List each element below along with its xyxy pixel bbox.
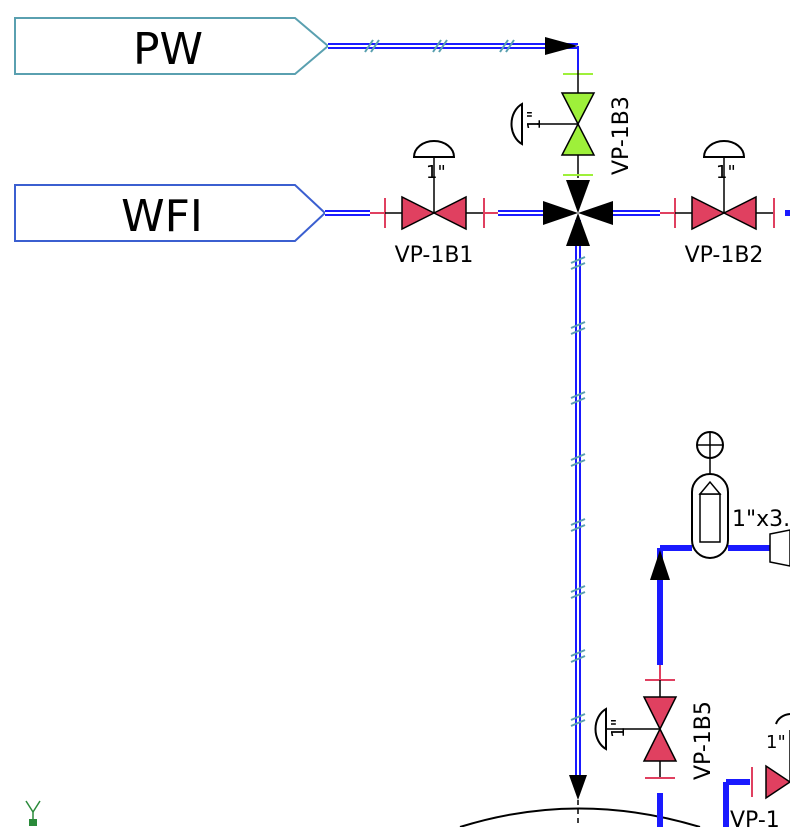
actuator-icon bbox=[510, 102, 523, 146]
filter-assembly[interactable]: 1"x3. bbox=[650, 431, 790, 665]
valve-vp-partial[interactable]: 1" VP-1 bbox=[723, 713, 790, 827]
vertical-line-hash-marks bbox=[570, 256, 586, 727]
pw-label: PW bbox=[133, 24, 203, 75]
actuator-icon bbox=[412, 140, 456, 158]
main-vertical-line[interactable] bbox=[569, 220, 587, 827]
actuator-icon bbox=[594, 707, 607, 751]
filter-size-label: 1"x3. bbox=[732, 507, 790, 532]
ucs-icon bbox=[25, 800, 41, 826]
vp-1b2-size: 1" bbox=[716, 162, 736, 183]
valve-vp-1b5[interactable]: 1" VP-1B5 bbox=[594, 665, 716, 827]
pw-flow-arrow bbox=[545, 37, 578, 55]
pw-line-hash-marks bbox=[364, 39, 515, 53]
pw-line[interactable] bbox=[328, 37, 579, 70]
down-flow-arrow bbox=[569, 775, 587, 800]
valve-vp-1b1[interactable]: 1" VP-1B1 bbox=[370, 140, 498, 268]
tank-top-arc bbox=[459, 807, 701, 827]
valve-vp-1b2[interactable]: 1" VP-1B2 bbox=[660, 140, 775, 268]
vp-1b5-tag: VP-1B5 bbox=[691, 701, 716, 780]
vp-1b1-tag: VP-1B1 bbox=[395, 243, 474, 268]
vp-1b3-size: 1" bbox=[524, 110, 545, 130]
reducer-icon bbox=[769, 529, 790, 567]
valve-vp-1b3[interactable]: 1" VP-1B3 bbox=[510, 70, 634, 178]
vp-1b1-size: 1" bbox=[426, 162, 446, 183]
wfi-source-tag[interactable]: WFI bbox=[14, 184, 327, 242]
junction-four-way bbox=[543, 180, 613, 246]
actuator-icon bbox=[702, 140, 746, 158]
vp-partial-size: 1" bbox=[766, 732, 786, 753]
vp-partial-tag: VP-1 bbox=[730, 808, 780, 827]
wfi-label: WFI bbox=[121, 191, 203, 242]
vp-1b5-size: 1" bbox=[608, 718, 629, 738]
vp-1b2-tag: VP-1B2 bbox=[685, 243, 764, 268]
pw-source-tag[interactable]: PW bbox=[14, 17, 330, 75]
vp-1b3-tag: VP-1B3 bbox=[609, 96, 634, 175]
up-flow-arrow bbox=[650, 550, 670, 580]
